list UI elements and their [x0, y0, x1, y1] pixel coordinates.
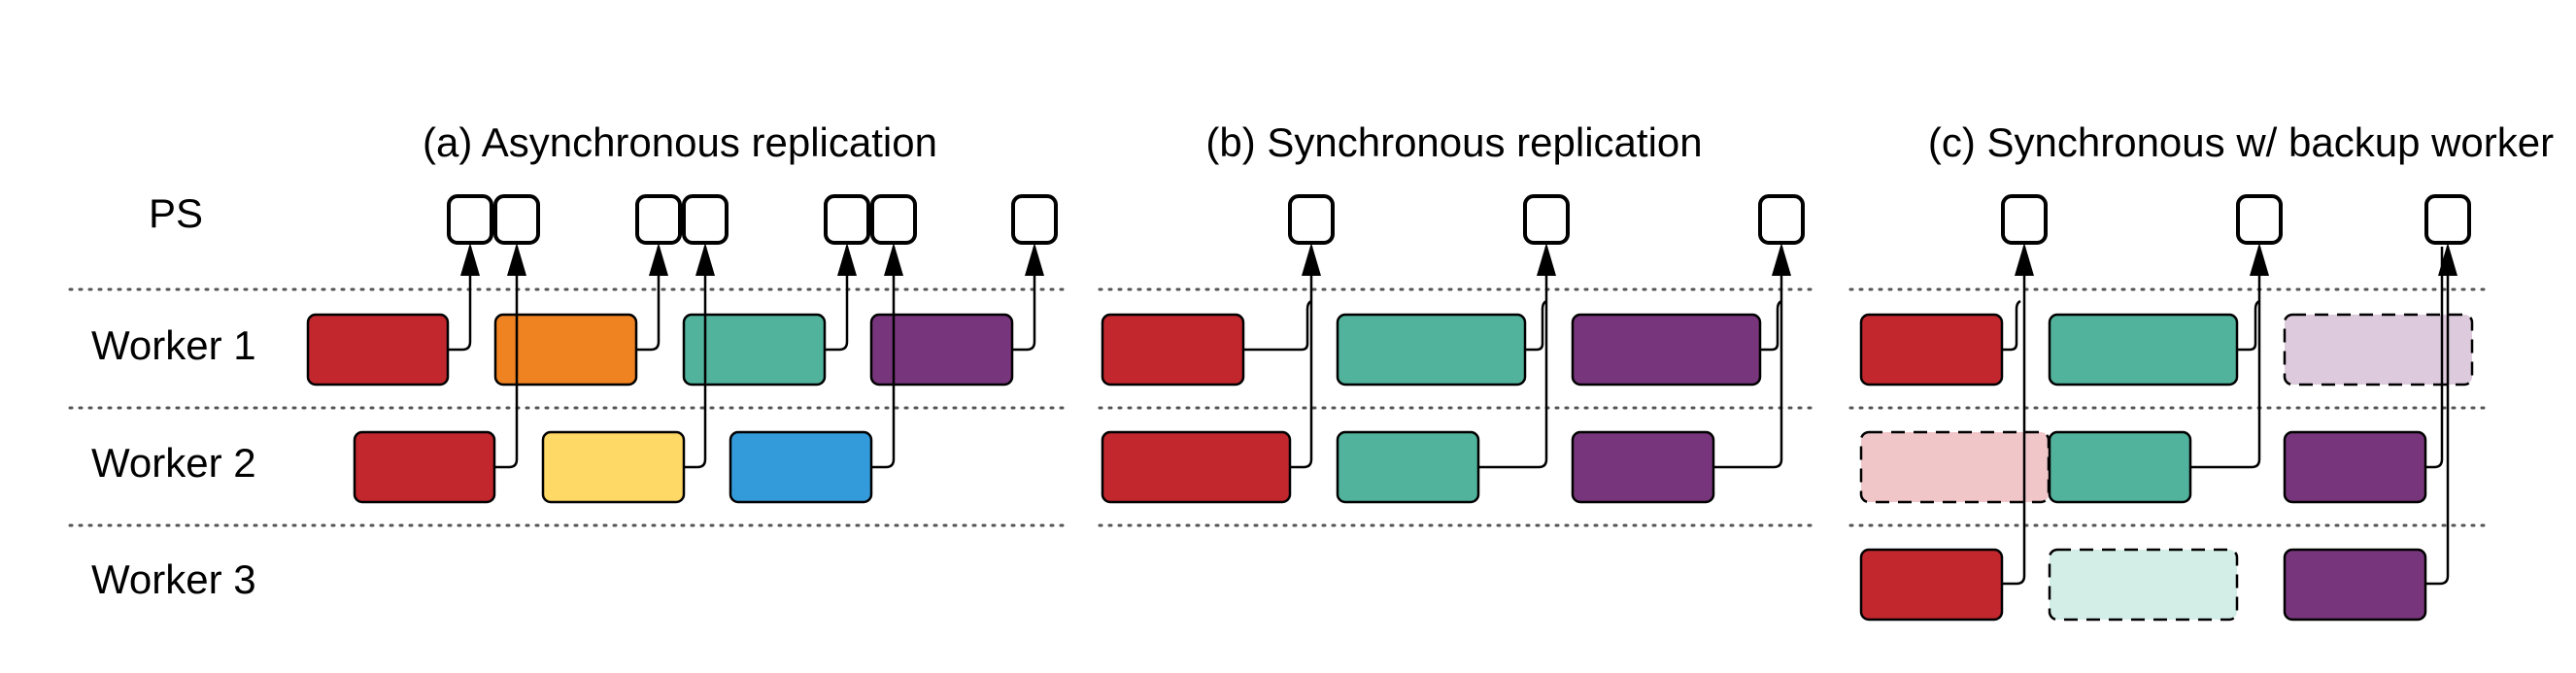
arrowhead: [1772, 243, 1791, 276]
ps-update: [2236, 194, 2283, 245]
row-label-worker-2: Worker 2: [91, 440, 256, 486]
update-arrow: [1713, 247, 1783, 469]
task-block: [2048, 430, 2192, 504]
arrowhead: [507, 243, 526, 276]
arrowhead: [2438, 243, 2457, 276]
title-sync: (b) Synchronous replication: [1205, 119, 1702, 165]
arrowhead: [837, 243, 857, 276]
ps-update: [447, 194, 493, 245]
ps-update: [635, 194, 682, 245]
ps-update: [824, 194, 870, 245]
ps-update: [1758, 194, 1805, 245]
update-arrow: [2237, 299, 2260, 352]
update-arrow: [2002, 247, 2026, 586]
backup-task-block: [2283, 313, 2474, 387]
ps-update: [2001, 194, 2048, 245]
task-block: [1571, 313, 1762, 387]
task-block: [2048, 313, 2239, 387]
arrowhead: [1025, 243, 1044, 276]
task-block: [2283, 548, 2427, 622]
task-block: [541, 430, 686, 504]
ps-update: [1011, 194, 1058, 245]
arrowhead: [460, 243, 480, 276]
update-arrow: [2425, 247, 2444, 469]
update-arrow: [1012, 247, 1036, 352]
update-arrow: [448, 247, 472, 352]
arrowhead: [884, 243, 903, 276]
update-arrow: [1243, 299, 1312, 352]
row-label-worker-1: Worker 1: [91, 322, 256, 368]
update-arrow: [2425, 247, 2450, 586]
update-arrow: [2190, 247, 2261, 469]
arrowhead: [1302, 243, 1321, 276]
row-label-worker-3: Worker 3: [91, 556, 256, 602]
arrowhead: [2250, 243, 2269, 276]
update-arrow: [1760, 299, 1782, 352]
update-arrow: [636, 247, 661, 352]
ps-update: [870, 194, 917, 245]
ps-update: [682, 194, 729, 245]
ps-update: [1288, 194, 1335, 245]
row-separators: [68, 287, 2489, 527]
title-sync-backup: (c) Synchronous w/ backup worker: [1928, 119, 2554, 165]
arrowhead: [649, 243, 668, 276]
update-arrow: [2002, 299, 2021, 352]
task-block: [2283, 430, 2427, 504]
title-async: (a) Asynchronous replication: [423, 119, 937, 165]
update-arrow: [494, 247, 519, 469]
task-block: [1571, 430, 1715, 504]
arrowhead: [1537, 243, 1556, 276]
ps-update: [493, 194, 540, 245]
task-block: [1101, 430, 1292, 504]
update-arrow: [1478, 247, 1548, 469]
ps-update: [1523, 194, 1570, 245]
task-block: [729, 430, 873, 504]
task-block: [1336, 313, 1527, 387]
task-block: [1859, 313, 2004, 387]
task-block: [1336, 430, 1480, 504]
task-block: [1101, 313, 1245, 387]
backup-task-block: [2048, 548, 2239, 622]
update-arrow: [1290, 247, 1313, 469]
row-label-ps: PS: [149, 190, 203, 236]
arrowhead: [695, 243, 715, 276]
panel-async: [306, 194, 1058, 504]
backup-task-block: [1859, 430, 2051, 504]
ps-update: [2424, 194, 2471, 245]
panel-sync: [1101, 194, 1805, 504]
panel-sync-backup: [1859, 194, 2474, 622]
update-arrow: [1525, 299, 1547, 352]
arrowhead: [2015, 243, 2034, 276]
task-block: [353, 430, 496, 504]
task-block: [1859, 548, 2004, 622]
update-arrow: [684, 247, 707, 469]
update-arrow: [825, 247, 849, 352]
task-block: [306, 313, 450, 387]
update-arrow: [871, 247, 896, 469]
